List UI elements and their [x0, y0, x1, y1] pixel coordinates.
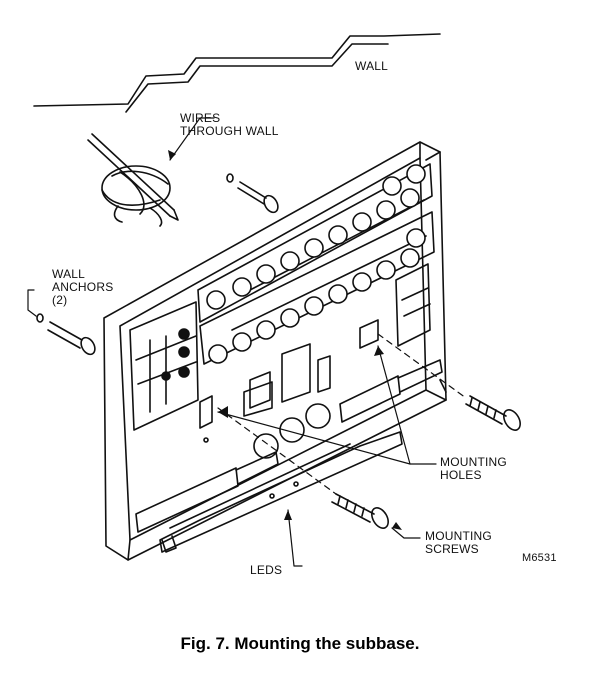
wall-anchor-icon: [36, 313, 96, 356]
subbase-body: [103, 141, 447, 561]
arrowheads: [168, 150, 402, 530]
mounting-screw-icon: [465, 395, 521, 431]
wires-label: WIRES THROUGH WALL: [180, 111, 279, 138]
wall-anchor-icon: [226, 173, 279, 214]
terminal-screws-lower: [208, 228, 426, 364]
leader-lines: [27, 117, 437, 567]
guide-lines: [217, 333, 467, 495]
wall-anchors-label: WALL ANCHORS (2): [52, 267, 114, 307]
leds-label: LEDS: [250, 563, 283, 577]
wall-outline: [33, 33, 441, 113]
mounting-screws-label: MOUNTING SCREWS: [425, 529, 492, 556]
small-terminals: [161, 328, 190, 381]
terminal-screws-upper: [206, 164, 426, 310]
mounting-screw-icon: [331, 493, 389, 529]
figure-code: M6531: [522, 552, 557, 564]
wires-icon: [87, 133, 179, 227]
mounting-holes-label: MOUNTING HOLES: [440, 455, 507, 482]
wall-label: WALL: [355, 59, 389, 73]
figure-caption: Fig. 7. Mounting the subbase.: [180, 634, 420, 653]
subbase-mounting-drawing: [27, 33, 521, 567]
